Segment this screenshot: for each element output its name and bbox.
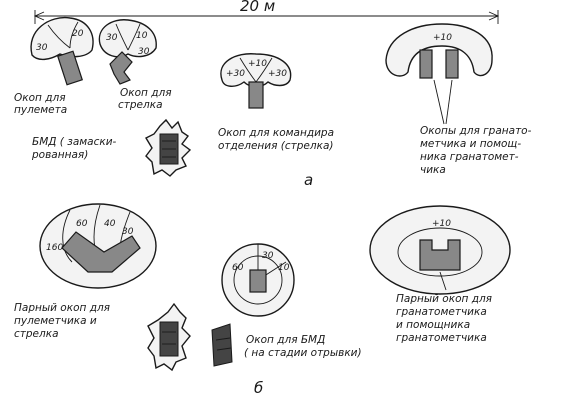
pair-mg-sector-3: 40 <box>104 219 116 229</box>
bmd-caption-2: рованная) <box>31 149 88 161</box>
pair-grenadier-leader-line <box>439 271 447 291</box>
bmd-b-vehicle <box>159 321 179 357</box>
mg-caption-1: Окоп для <box>14 92 66 104</box>
pair-grenadier-parapet-inner <box>397 227 483 277</box>
pair-mg-sector-2: 60 <box>76 219 88 229</box>
mg-sector-2: 20 <box>72 29 84 39</box>
pair-mg-trench: 160 60 40 30 Парный окоп для пулеметчика… <box>14 203 157 340</box>
pair-grenadier-caption-3: и помощника <box>396 319 470 331</box>
mg-sector-line <box>69 21 79 49</box>
grenadier-caption-3: ника гранатомет- <box>420 151 519 163</box>
bmd-trench-caption-2: ( на стадии отрывки) <box>244 347 362 359</box>
commander-caption-1: Окоп для командира <box>218 127 334 139</box>
grenadier-caption-2: метчика и помощ- <box>420 138 521 150</box>
pair-grenadier-sector: +10 <box>432 219 451 229</box>
bmd-trench-caption-1: Окоп для БМД <box>246 334 325 346</box>
pair-mg-sector-4: 30 <box>122 227 134 237</box>
commander-sector-line <box>239 57 257 83</box>
arrow-right-icon <box>488 11 500 21</box>
commander-sector-1: +10 <box>248 59 267 69</box>
mg-trench: 30 20 Окоп для пулемета <box>14 16 94 116</box>
bmd-camouflaged-b <box>147 302 191 372</box>
pair-mg-parapet <box>39 203 157 289</box>
mg-parapet <box>30 16 94 61</box>
part-a-label: а <box>304 171 313 189</box>
pair-grenadier-pit <box>419 239 461 271</box>
rifle-sector-1: 30 <box>106 33 118 43</box>
grenadier-caption-4: чика <box>420 164 446 176</box>
pair-mg-caption-3: стрелка <box>14 328 59 340</box>
pair-mg-caption-1: Парный окоп для <box>14 302 110 314</box>
commander-caption-2: отделения (стрелка) <box>218 140 333 152</box>
commander-trench: +10 +30 +30 Окоп для командира отделения… <box>218 53 334 152</box>
mg-sector-1: 30 <box>36 43 48 53</box>
grenadier-sector: +10 <box>433 33 452 43</box>
bmd-in-digging <box>211 323 233 367</box>
commander-sector-2: +30 <box>226 69 245 79</box>
pair-grenadier-caption-1: Парный окоп для <box>396 293 492 305</box>
commander-sector-line <box>255 57 273 83</box>
bmd-trench-sector-2: 30 <box>262 251 274 261</box>
bmd-digging-detail <box>215 337 231 341</box>
grenadier-pit <box>419 49 433 79</box>
mg-pit <box>57 50 83 86</box>
pair-mg-sector-1: 160 <box>46 243 63 253</box>
rifle-sector-line <box>127 23 141 51</box>
grenadier-parapet <box>385 23 493 77</box>
mg-sector-line <box>47 24 71 49</box>
bmd-digging-detail <box>216 347 232 351</box>
pair-grenadier-caption-4: гранатометчика <box>396 332 487 344</box>
bmd-camouflaged: БМД ( замаски- рованная) <box>31 118 192 177</box>
bmd-trench-sector-3: 10 <box>278 263 290 273</box>
rifle-sector-2: 10 <box>136 31 148 41</box>
rifle-caption-2: стрелка <box>118 99 163 111</box>
arrow-left-icon <box>33 11 45 21</box>
grenadier-leader-line <box>433 79 445 125</box>
assistant-grenadier-pit <box>445 49 459 79</box>
distance-label: 20 м <box>240 0 275 15</box>
pair-mg-sector-line <box>62 209 73 263</box>
commander-pit <box>248 81 264 109</box>
bmd-trench: 60 30 10 Окоп для БМД ( на стадии отрывк… <box>211 243 362 367</box>
rifle-caption-1: Окоп для <box>120 87 172 99</box>
pair-mg-pit <box>61 231 141 273</box>
commander-sector-3: +30 <box>268 69 287 79</box>
bmd-trench-pit <box>249 269 267 293</box>
commander-parapet <box>220 53 292 88</box>
rifle-sector-3: 30 <box>138 47 150 57</box>
mg-caption-2: пулемета <box>14 104 67 116</box>
pair-mg-caption-2: пулеметчика и <box>14 315 97 327</box>
rifle-sector-line <box>115 23 129 51</box>
bmd-caption-1: БМД ( замаски- <box>32 136 117 148</box>
grenadier-leader-line <box>445 79 453 125</box>
pair-grenadier-trench: +10 Парный окоп для гранатометчика и пом… <box>369 205 511 344</box>
rifle-trench: 30 10 30 Окоп для стрелка <box>98 19 172 111</box>
rifle-pit <box>109 51 133 85</box>
part-b-label: б <box>254 379 263 397</box>
pair-grenadier-caption-2: гранатометчика <box>396 306 487 318</box>
distance-dimension: 20 м <box>33 0 500 24</box>
grenadier-trenches: +10 Окопы для гранато- метчика и помощ- … <box>385 23 532 176</box>
bmd-trench-sector-1: 60 <box>232 263 244 273</box>
grenadier-caption-1: Окопы для гранато- <box>420 125 532 137</box>
